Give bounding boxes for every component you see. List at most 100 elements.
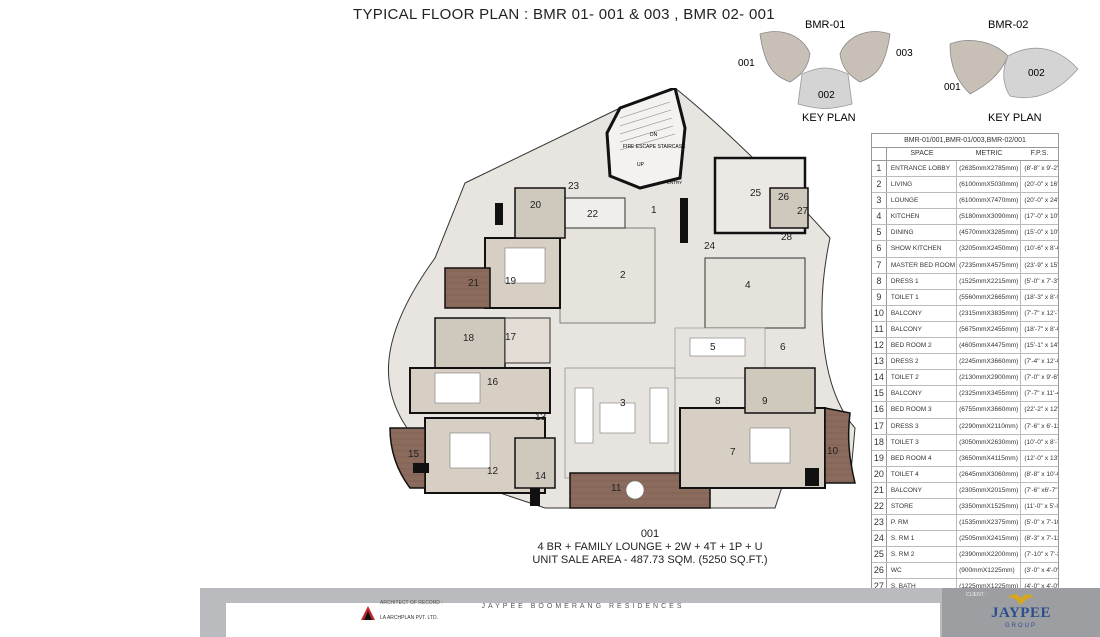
room-no: 17 — [872, 418, 887, 434]
footer-panel — [226, 603, 940, 637]
room-no: 21 — [872, 482, 887, 498]
room-kitchen — [704, 257, 806, 329]
room-metric: (2290mmX2110mm) — [957, 418, 1022, 434]
room-dress-3 — [504, 317, 551, 364]
client-label: CLIENT : — [966, 592, 987, 598]
room-no: 6 — [872, 241, 887, 257]
room-space: ENTRANCE LOBBY — [887, 161, 958, 177]
room-number: 21 — [468, 278, 480, 289]
room-space: MASTER BED ROOM 1 — [887, 257, 958, 273]
room-no: 22 — [872, 498, 887, 515]
room-space: TOILET 3 — [887, 434, 958, 450]
area-table-title: BMR-01/001,BMR-01/003,BMR-02/001 — [872, 134, 1058, 148]
floor-plan: FIRE ESCAPE STAIRCASE DN UP ENTRY — [387, 88, 856, 509]
room-fps: (20'-0" x 24'-6") — [1024, 197, 1058, 205]
key-unit-001: 001 — [738, 58, 755, 69]
area-table: BMR-01/001,BMR-01/003,BMR-02/001 SPACE M… — [871, 133, 1059, 612]
room-number: 27 — [797, 206, 809, 217]
room-fps: (7'-10" x 7'-3") — [1024, 551, 1058, 559]
room-number: 22 — [587, 209, 599, 220]
room-no: 8 — [872, 273, 887, 289]
room-space: SHOW KITCHEN — [887, 241, 958, 257]
bed — [449, 432, 491, 469]
room-balcony-21 — [444, 267, 491, 309]
room-space: DINING — [887, 225, 958, 241]
room-number: 13 — [535, 412, 547, 423]
key-wing-002 — [1003, 47, 1079, 99]
room-fps: (10'-6" x 8'-0") — [1024, 245, 1058, 253]
col-fps: F.P.S. — [1030, 150, 1049, 157]
room-number: 28 — [781, 232, 793, 243]
room-number: 9 — [762, 396, 768, 407]
room-space: TOILET 2 — [887, 370, 958, 386]
room-toilet-1 — [744, 367, 816, 414]
room-no: 12 — [872, 338, 887, 354]
room-metric: (5675mmX2455mm) — [957, 321, 1022, 338]
room-fps: (22'-2" x 12'-0") — [1024, 406, 1058, 414]
room-space: S. RM 1 — [887, 531, 958, 547]
room-no: 27 — [872, 579, 887, 595]
room-space: STORE — [887, 498, 958, 515]
room-no: 5 — [872, 225, 887, 241]
key-plan-bmr02-label: BMR-02 — [988, 19, 1028, 31]
room-metric: (2505mmX2415mm) — [957, 531, 1022, 547]
col-metric: METRIC — [975, 150, 1003, 157]
room-no: 15 — [872, 386, 887, 402]
room-number: 3 — [620, 398, 626, 409]
room-space: S. BATH — [887, 579, 958, 595]
room-number: 11 — [611, 483, 622, 494]
room-no: 18 — [872, 434, 887, 450]
room-metric: (1525mmX2215mm) — [957, 273, 1022, 289]
room-metric: (3350mmX1525mm) — [957, 498, 1022, 515]
room-fps: (15'-1" x 14'-8") — [1024, 342, 1058, 350]
room-space: LOUNGE — [887, 193, 958, 209]
room-fps: (15'-0" x 10'-9") — [1024, 229, 1058, 237]
room-fps: (17'-0" x 10'-2") — [1024, 213, 1058, 221]
room-metric: (6100mmX5030mm) — [957, 177, 1022, 193]
key-plan-bmr02: BMR-02 001 002 KEY PLAN — [944, 19, 1079, 124]
architect-block: ARCHITECT OF RECORD : LA ARCHPLAN PVT. L… — [340, 597, 460, 627]
room-number: 10 — [827, 446, 839, 457]
bed — [749, 427, 791, 464]
room-number: 23 — [568, 181, 580, 192]
room-metric: (2305mmX2015mm) — [957, 482, 1022, 498]
room-no: 13 — [872, 354, 887, 370]
unit-caption: 001 4 BR + FAMILY LOUNGE + 2W + 4T + 1P … — [520, 528, 780, 567]
client-name: JAYPEE — [991, 605, 1051, 621]
key-unit-001: 001 — [944, 82, 961, 93]
room-number: 1 — [651, 205, 657, 216]
key-plan-caption: KEY PLAN — [802, 112, 856, 124]
entry-label: ENTRY — [667, 180, 682, 185]
table-row: 23P. RM(1535mmX2375mm)(5'-0" x 7'-10") — [872, 515, 1058, 532]
room-space: BED ROOM 2 — [887, 338, 958, 354]
room-space: TOILET 1 — [887, 289, 958, 305]
room-number: 16 — [487, 377, 499, 388]
room-number: 14 — [535, 471, 547, 482]
stair-core — [605, 88, 687, 190]
project-name: JAYPEE BOOMERANG RESIDENCES — [481, 603, 685, 610]
room-space: S. RM 2 — [887, 547, 958, 563]
coffee-table — [599, 402, 636, 434]
room-toilet-3 — [434, 317, 506, 369]
bed — [434, 372, 481, 404]
room-balcony-10 — [824, 407, 856, 484]
room-metric: (900mmX1225mm) — [957, 563, 1022, 579]
unit-area: UNIT SALE AREA - 487.73 SQM. (5250 SQ.FT… — [532, 554, 768, 566]
room-no: 4 — [872, 209, 887, 225]
room-space: BALCONY — [887, 321, 958, 338]
room-no: 16 — [872, 402, 887, 418]
room-service-bath — [769, 187, 809, 229]
room-no: 24 — [872, 531, 887, 547]
